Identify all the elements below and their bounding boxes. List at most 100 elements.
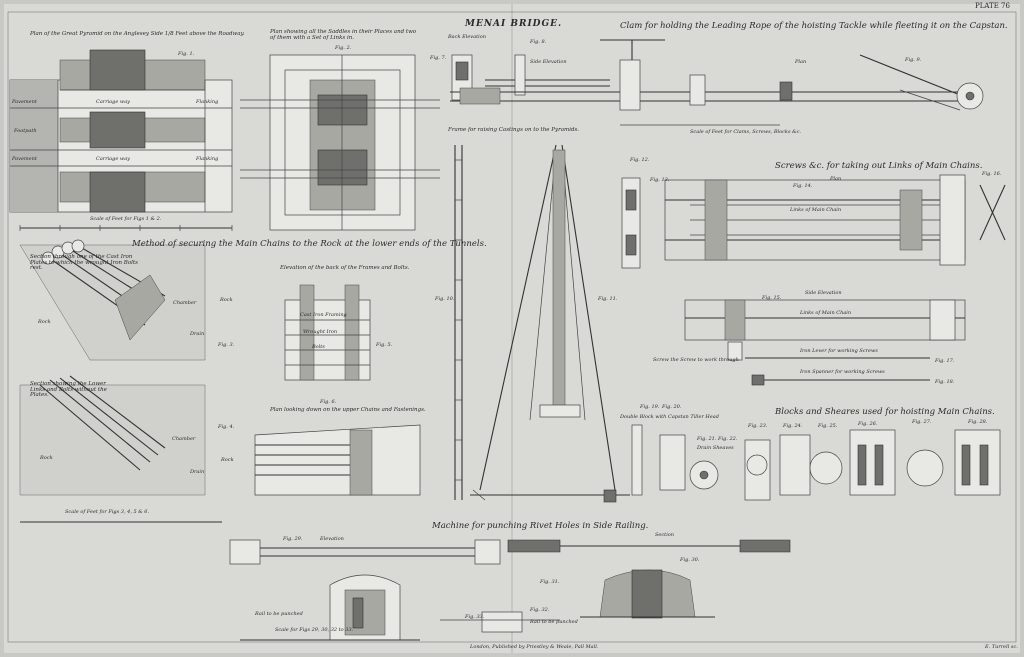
scale-rock: Scale of Feet for Figs 3, 4, 5 & 6. bbox=[65, 509, 150, 515]
upper-chains-plan-drawing bbox=[254, 424, 421, 496]
fig-33-label: Fig. 33. bbox=[465, 614, 485, 620]
label-cast-iron-framing: Cast Iron Framing bbox=[300, 312, 347, 318]
fig-13-label: Fig. 13. bbox=[650, 177, 670, 183]
fig-28-label: Fig. 28. bbox=[968, 419, 988, 425]
label-flanking-2: Flanking bbox=[196, 156, 219, 162]
label-chamber-1: Chamber bbox=[173, 300, 197, 306]
fig-14-label: Fig. 14. bbox=[793, 183, 813, 189]
label-bolts: Bolts bbox=[312, 344, 325, 350]
title-method: Method of securing the Main Chains to th… bbox=[132, 239, 487, 249]
scale-clam: Scale of Feet for Clams, Screws, Blocks … bbox=[690, 129, 801, 135]
fig-31-label: Fig. 31. bbox=[540, 579, 560, 585]
label-rock-3: Rock bbox=[40, 455, 53, 461]
fig-16-label: Fig. 16. bbox=[982, 171, 1002, 177]
saddles-plan-drawing bbox=[240, 54, 440, 231]
label-rail-punched-2: Rail to be punched bbox=[530, 619, 578, 625]
label-carriage-way-1: Carriage way bbox=[96, 99, 131, 105]
label-wrought-iron: Wrought Iron bbox=[303, 329, 338, 335]
fig-23-label: Fig. 23. bbox=[748, 423, 768, 429]
fig-1-label: Fig. 1. bbox=[178, 51, 195, 57]
label-drain-sheaves: Drain Sheaves bbox=[697, 445, 734, 451]
publisher-line: London, Published by Priestley & Weale, … bbox=[470, 644, 599, 650]
label-section: Section bbox=[655, 532, 675, 538]
fig-5-label: Fig. 5. bbox=[376, 342, 393, 348]
plate-title: MENAI BRIDGE. bbox=[465, 19, 563, 29]
fig-15-label: Fig. 15. bbox=[762, 295, 782, 301]
label-pavement-2: Pavement bbox=[12, 156, 37, 162]
label-double-block: Double Block with Capstan Tiller Head bbox=[620, 414, 719, 420]
engraver-signature: E. Turrell sc. bbox=[985, 644, 1018, 650]
label-iron-lever: Iron Lever for working Screws bbox=[800, 348, 878, 354]
label-pavement-1: Pavement bbox=[12, 99, 37, 105]
fig-24-label: Fig. 24. bbox=[783, 423, 803, 429]
label-rock-1: Rock bbox=[38, 319, 51, 325]
label-rock-4: Rock bbox=[221, 457, 234, 463]
scale-machine: Scale for Figs 29, 30, 32 to 33. bbox=[275, 627, 354, 633]
label-iron-spanner: Iron Spanner for working Screws bbox=[800, 369, 885, 375]
label-drain-1: Drain bbox=[190, 331, 205, 337]
fig-20-label: Fig. 20. bbox=[662, 404, 682, 410]
fig-29-label: Fig. 29. bbox=[283, 536, 303, 542]
label-footpath: Footpath bbox=[14, 128, 37, 134]
title-pyramid-plan: Plan of the Great Pyramid on the Anglese… bbox=[30, 31, 245, 37]
fig-9-label: Fig. 9. bbox=[905, 57, 922, 63]
label-rock-2: Rock bbox=[220, 297, 233, 303]
label-elevation: Elevation bbox=[320, 536, 344, 542]
fig-3-label: Fig. 3. bbox=[218, 342, 235, 348]
label-links-main-chain-1: Links of Main Chain bbox=[790, 207, 842, 213]
fig-11-label: Fig. 11. bbox=[598, 296, 618, 302]
title-clam: Clam for holding the Leading Rope of the… bbox=[620, 21, 1008, 31]
title-punching-machine: Machine for punching Rivet Holes in Side… bbox=[432, 521, 649, 531]
label-plan-1: Plan bbox=[795, 59, 807, 65]
fig-8-label: Fig. 8. bbox=[530, 39, 547, 45]
fig-30-label: Fig. 30. bbox=[680, 557, 700, 563]
label-rail-punched-1: Rail to be punched bbox=[255, 611, 303, 617]
fig-6-label: Fig. 6. bbox=[320, 399, 337, 405]
title-saddles-plan: Plan showing all the Saddles in their Pl… bbox=[270, 29, 417, 41]
fig-21-label: Fig. 21. bbox=[697, 436, 717, 442]
label-plan-2: Plan bbox=[830, 176, 842, 182]
plate-border bbox=[7, 11, 1017, 643]
pyramid-scale bbox=[19, 225, 233, 231]
fig-26-label: Fig. 26. bbox=[858, 421, 878, 427]
fig-22-label: Fig. 22. bbox=[718, 436, 738, 442]
fig-18-label: Fig. 18. bbox=[935, 379, 955, 385]
label-side-elevation-2: Side Elevation bbox=[805, 290, 842, 296]
title-screws: Screws &c. for taking out Links of Main … bbox=[775, 161, 983, 171]
title-elevation-frames: Elevation of the back of the Frames and … bbox=[280, 265, 410, 271]
label-drain-2: Drain bbox=[190, 469, 205, 475]
plate-number: PLATE 76 bbox=[975, 2, 1010, 10]
fig-19-label: Fig. 19. bbox=[640, 404, 660, 410]
blocks-drawing bbox=[631, 424, 1001, 501]
title-plan-upper: Plan looking down on the upper Chains an… bbox=[270, 407, 426, 413]
title-raising-frame: Frame for raising Castings on to the Pyr… bbox=[448, 127, 580, 133]
label-side-elevation-1: Side Elevation bbox=[530, 59, 567, 65]
label-chamber-2: Chamber bbox=[172, 436, 196, 442]
fig-7-label: Fig. 7. bbox=[430, 55, 447, 61]
fig-25-label: Fig. 25. bbox=[818, 423, 838, 429]
punching-machine-drawing bbox=[229, 539, 791, 641]
frames-elevation-drawing bbox=[284, 284, 371, 381]
scale-pyramid: Scale of Feet for Figs 1 & 2. bbox=[90, 216, 162, 222]
clam-drawing bbox=[450, 39, 984, 126]
label-screw-through: Screw the Screw to work through bbox=[653, 357, 739, 363]
title-section-lower: Section showing the Lower Links and Bolt… bbox=[30, 381, 107, 398]
title-section-iron: Section through one of the Cast Iron Pla… bbox=[30, 254, 138, 271]
label-back-elevation: Back Elevation bbox=[448, 34, 486, 40]
raising-frame-drawing bbox=[454, 144, 630, 503]
label-flanking-1: Flanking bbox=[196, 99, 219, 105]
rock-sections-drawing bbox=[19, 239, 222, 523]
fig-4-label: Fig. 4. bbox=[218, 424, 235, 430]
label-carriage-way-2: Carriage way bbox=[96, 156, 131, 162]
fig-10-label: Fig. 10. bbox=[435, 296, 455, 302]
fig-12-label: Fig. 12. bbox=[630, 157, 650, 163]
fig-32-label: Fig. 32. bbox=[530, 607, 550, 613]
fig-17-label: Fig. 17. bbox=[935, 358, 955, 364]
pyramid-plan-drawing bbox=[9, 49, 233, 213]
screws-drawing bbox=[621, 174, 1006, 386]
label-links-main-chain-2: Links of Main Chain bbox=[800, 310, 852, 316]
title-blocks: Blocks and Sheares used for hoisting Mai… bbox=[775, 407, 995, 417]
fig-2-label: Fig. 2. bbox=[335, 45, 352, 51]
